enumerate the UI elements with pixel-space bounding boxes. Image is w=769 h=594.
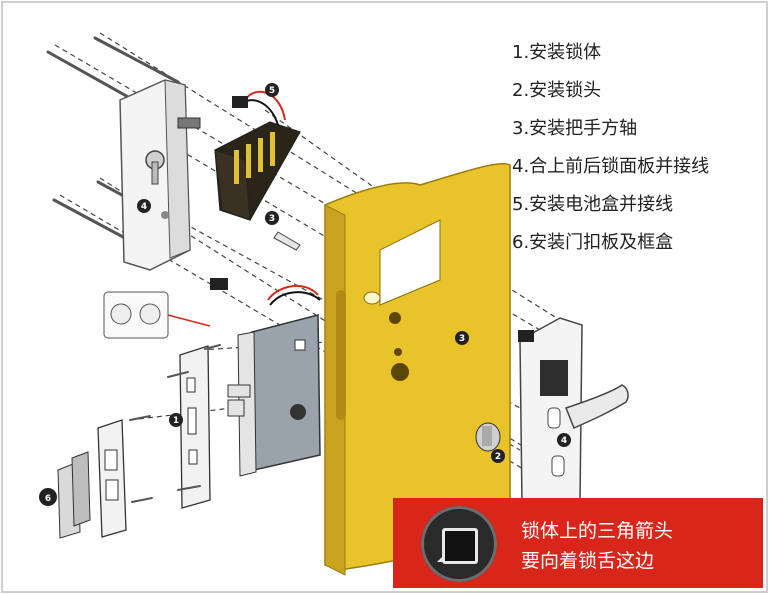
- banner-note: 锁体上的三角箭头 要向着锁舌这边: [521, 516, 673, 576]
- step-4: 4.合上前后锁面板并接线: [512, 156, 710, 177]
- strike-plate: [57, 419, 127, 539]
- step-1: 1.安装锁体: [512, 42, 602, 63]
- step-6: 6.安装门扣板及框盒: [512, 232, 674, 253]
- svg-text:5: 5: [269, 86, 275, 96]
- lock-cylinder: [475, 422, 501, 452]
- svg-text:6: 6: [45, 494, 51, 504]
- faceplate: [179, 345, 211, 509]
- small-screws: [129, 344, 221, 503]
- note-line-1: 锁体上的三角箭头: [521, 520, 674, 542]
- callout-2: 2: [491, 449, 505, 463]
- callout-3a: 3: [265, 211, 279, 225]
- lock-spindle-hole-icon: [421, 506, 497, 582]
- callout-4a: 4: [137, 199, 151, 213]
- callout-4b: 4: [557, 433, 571, 447]
- svg-text:1: 1: [173, 416, 179, 426]
- note-line-2: 要向着锁舌这边: [521, 550, 655, 572]
- orientation-inset: [103, 291, 211, 339]
- battery-box: [214, 90, 301, 221]
- triangle-arrow-icon: [437, 554, 445, 562]
- step-5: 5.安装电池盒并接线: [512, 194, 674, 215]
- svg-text:3: 3: [459, 334, 465, 344]
- svg-text:4: 4: [141, 202, 147, 212]
- callout-3b: 3: [455, 331, 469, 345]
- door-leaf: [324, 162, 511, 576]
- back-panel: [119, 79, 201, 271]
- triangle-arrow-note-banner: 锁体上的三角箭头 要向着锁舌这边: [393, 498, 763, 588]
- mortise-lock-body: [210, 278, 321, 477]
- svg-text:3: 3: [269, 214, 275, 224]
- callout-5: 5: [265, 83, 279, 97]
- installation-steps: 1.安装锁体 2.安装锁头 3.安装把手方轴 4.合上前后锁面板并接线 5.安装…: [512, 34, 709, 262]
- step-3: 3.安装把手方轴: [512, 118, 638, 139]
- svg-text:4: 4: [561, 436, 567, 446]
- svg-text:2: 2: [495, 452, 501, 462]
- callout-1: 1: [169, 413, 183, 427]
- step-2: 2.安装锁头: [512, 80, 602, 101]
- front-panel: [518, 317, 629, 513]
- callout-6: 6: [39, 488, 57, 506]
